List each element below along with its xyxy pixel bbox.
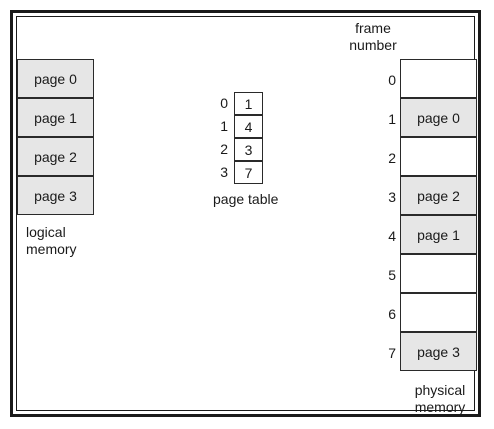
page-table-index-2: 2	[220, 141, 228, 157]
page-table-caption: page table	[213, 191, 279, 207]
physical-frame-4: page 1	[400, 215, 477, 254]
frame-number-header-line2: number	[349, 37, 397, 53]
logical-page-2: page 2	[17, 137, 94, 176]
physical-frame-3: page 2	[400, 176, 477, 215]
page-table-entry-0: 1	[234, 92, 263, 115]
frame-number-6: 6	[388, 306, 396, 322]
frame-number-7: 7	[388, 345, 396, 361]
physical-frame-2	[400, 137, 477, 176]
logical-memory-caption-line1: logical	[26, 224, 66, 240]
physical-frame-1: page 0	[400, 98, 477, 137]
page-table-index-0: 0	[220, 95, 228, 111]
frame-number-0: 0	[388, 72, 396, 88]
logical-page-0: page 0	[17, 59, 94, 98]
page-table-entry-3: 7	[234, 161, 263, 184]
physical-memory-caption-line2: memory	[414, 399, 466, 415]
page-table-entry-2: 3	[234, 138, 263, 161]
frame-number-header-line1: frame	[355, 20, 391, 36]
logical-page-1: page 1	[17, 98, 94, 137]
frame-number-2: 2	[388, 150, 396, 166]
logical-memory-caption-line2: memory	[26, 241, 77, 257]
physical-frame-0	[400, 59, 477, 98]
page-table-entry-1: 4	[234, 115, 263, 138]
frame-number-4: 4	[388, 228, 396, 244]
physical-memory-caption-line1: physical	[414, 382, 466, 398]
frame-number-1: 1	[388, 111, 396, 127]
frame-number-3: 3	[388, 189, 396, 205]
page-table-index-3: 3	[220, 164, 228, 180]
physical-frame-7: page 3	[400, 332, 477, 371]
frame-number-5: 5	[388, 267, 396, 283]
page-table-index-1: 1	[220, 118, 228, 134]
physical-frame-6	[400, 293, 477, 332]
logical-page-3: page 3	[17, 176, 94, 215]
physical-frame-5	[400, 254, 477, 293]
